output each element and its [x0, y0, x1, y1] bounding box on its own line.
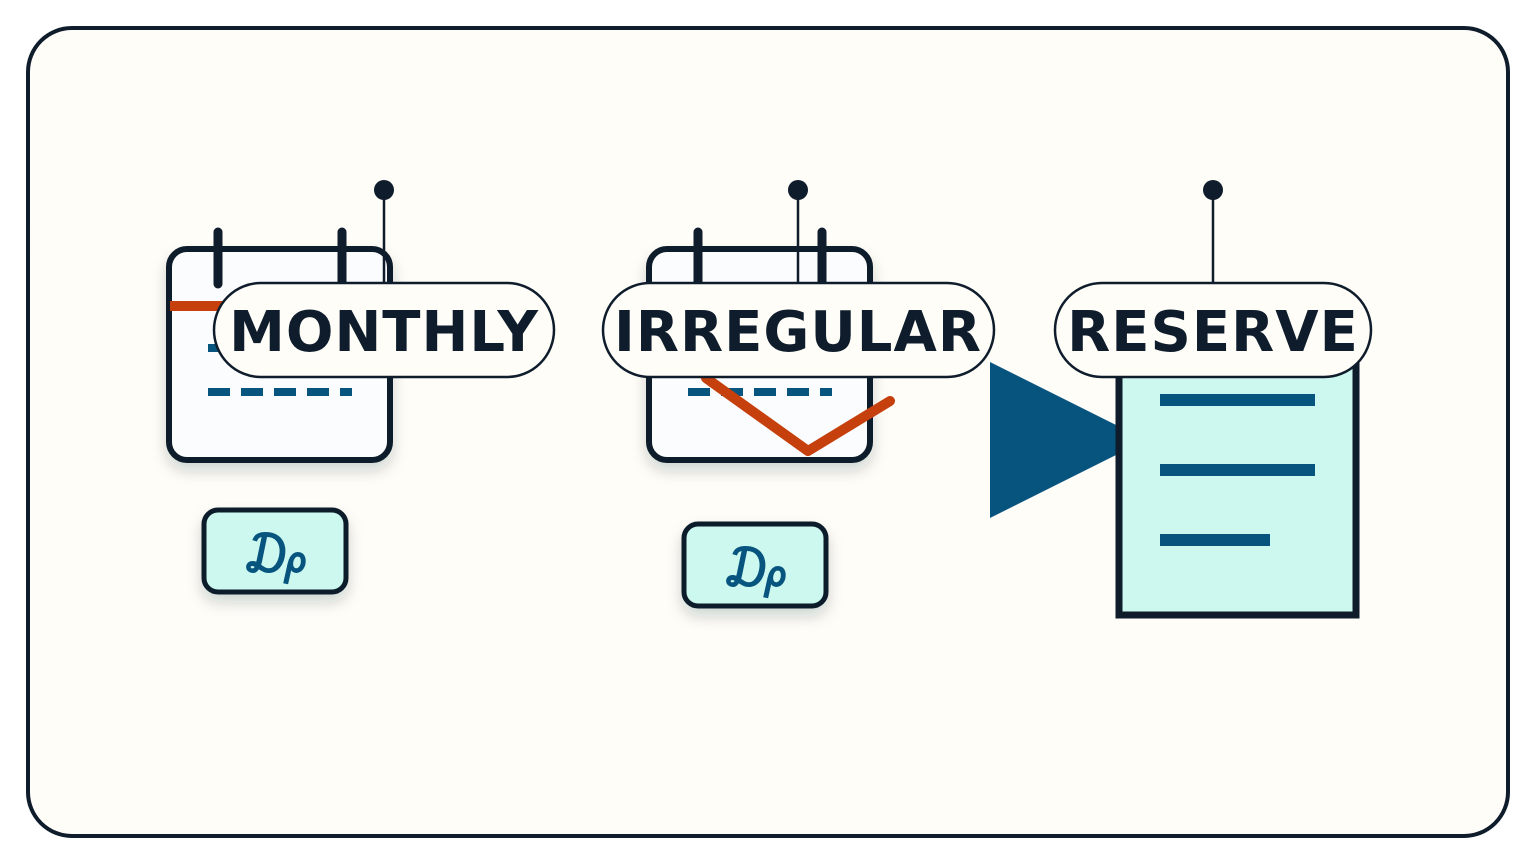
- reserve-label-pill: [1053, 281, 1373, 379]
- irregular-label: IRREGULAR: [614, 300, 982, 365]
- monthly-label: MONTHLY: [229, 300, 539, 365]
- monthly-pin-dot: [374, 180, 394, 200]
- reserve-label: RESERVE: [1067, 300, 1359, 365]
- play-arrow-icon: [990, 362, 1146, 518]
- irregular-label-pill: [601, 281, 996, 379]
- irregular-group: IRREGULAR ₯: [601, 180, 996, 609]
- currency-icon: ₯: [721, 536, 790, 599]
- monthly-cash-card: ₯: [201, 507, 349, 595]
- reserve-pin-dot: [1203, 180, 1223, 200]
- irregular-zigzag-line: [701, 373, 895, 456]
- irregular-pin-dot: [788, 180, 808, 200]
- reserve-document-icon: [1115, 346, 1360, 619]
- monthly-label-pill: [212, 281, 556, 379]
- reserve-group: RESERVE: [1053, 180, 1373, 619]
- irregular-cash-card: ₯: [681, 521, 829, 609]
- currency-icon: ₯: [241, 522, 310, 585]
- monthly-group: MONTHLY ₯: [166, 180, 556, 595]
